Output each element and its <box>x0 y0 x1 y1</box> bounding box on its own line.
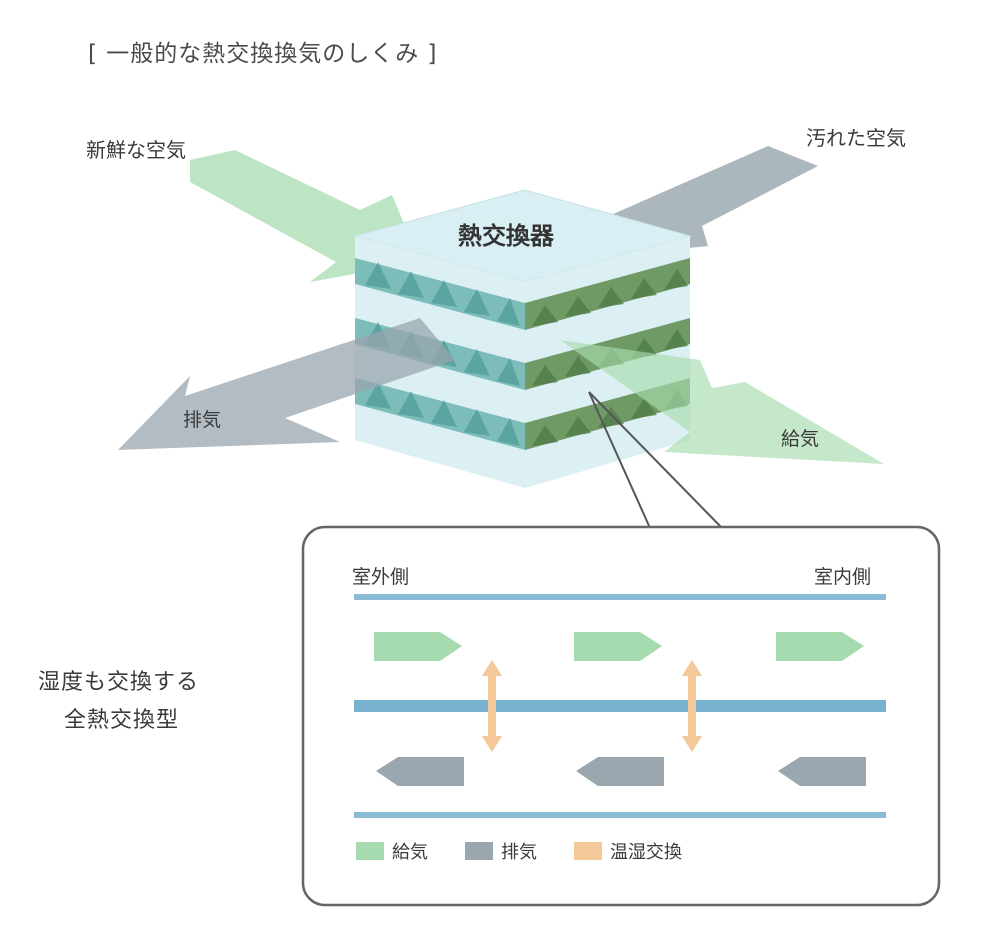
outdoor-side-label: 室外側 <box>352 566 410 588</box>
indoor-side-label: 室内側 <box>814 566 872 588</box>
supply-arrow <box>560 340 884 464</box>
legend-item-exchange: 温湿交換 <box>574 838 682 864</box>
legend-item-exhaust: 排気 <box>465 838 537 864</box>
callout-line-left <box>588 391 651 529</box>
type-description-line1: 湿度も交換する <box>38 670 200 695</box>
duct-line-bottom <box>354 812 886 818</box>
exhaust-arrow <box>118 318 455 450</box>
legend-swatch-exhaust <box>465 842 493 860</box>
legend-label-exchange: 温湿交換 <box>610 842 682 863</box>
type-description-line2: 全熱交換型 <box>64 708 180 733</box>
fresh-air-label: 新鮮な空気 <box>86 138 186 162</box>
legend-label-supply: 給気 <box>392 842 428 863</box>
heat-exchanger-label: 熱交換器 <box>458 222 554 250</box>
exhaust-label: 排気 <box>183 409 222 431</box>
legend-item-supply: 給気 <box>356 838 428 864</box>
supply-label: 給気 <box>781 428 820 450</box>
dirty-air-label: 汚れた空気 <box>806 126 906 150</box>
legend-label-exhaust: 排気 <box>501 842 537 863</box>
core-fins-left <box>365 262 520 446</box>
duct-line-middle <box>354 700 886 712</box>
detail-exchange-arrows <box>482 660 702 752</box>
detail-supply-arrows <box>374 632 864 661</box>
detail-exhaust-arrows <box>376 757 866 786</box>
detail-box <box>301 525 941 907</box>
diagram-title: [ 一般的な熱交換換気のしくみ ] <box>88 41 438 67</box>
callout-line-right <box>588 391 723 529</box>
legend-swatch-supply <box>356 842 384 860</box>
legend-swatch-exchange <box>574 842 602 860</box>
duct-line-top <box>354 594 886 600</box>
core-fins-right <box>532 269 688 446</box>
